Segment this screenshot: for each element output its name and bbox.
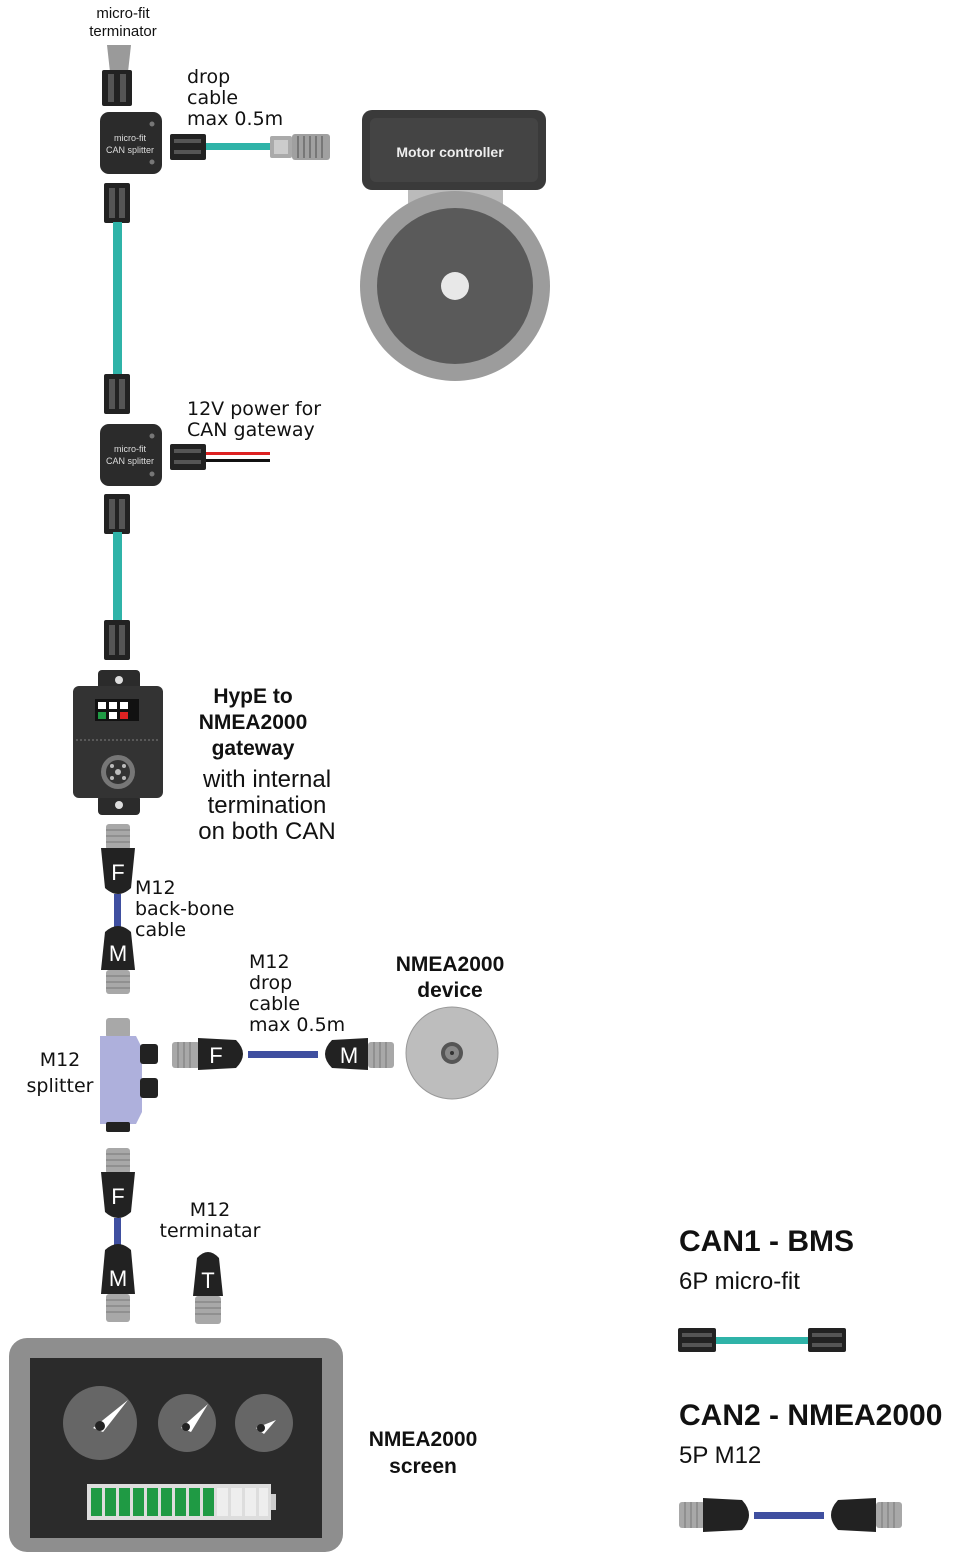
power-cable	[170, 444, 270, 470]
m12-splitter-icon	[100, 1018, 158, 1132]
svg-text:M: M	[340, 1043, 358, 1068]
nmea-device-label-line2: device	[417, 979, 482, 1002]
m12-terminator-label-line1: M12	[190, 1199, 231, 1221]
m12-backbone-cable-lower: F M	[101, 1148, 135, 1322]
svg-text:F: F	[209, 1043, 222, 1068]
gauge-icon	[235, 1394, 293, 1452]
backbone-cable-2	[104, 494, 130, 660]
svg-text:M: M	[109, 1266, 127, 1291]
gateway-title-line2: NMEA2000	[199, 711, 308, 734]
drop-cable-label-line1: drop	[187, 66, 230, 88]
m12-splitter-label-line1: M12	[40, 1049, 81, 1071]
backbone-cable-1	[104, 183, 130, 414]
backbone-label-line1: M12	[135, 877, 176, 899]
backbone-label-line2: back-bone	[135, 898, 234, 920]
m12-drop-cable: F M	[172, 1038, 394, 1070]
m12-drop-label-line4: max 0.5m	[249, 1014, 345, 1036]
power-label-line1: 12V power for	[187, 398, 321, 420]
backbone-label-line3: cable	[135, 919, 186, 941]
connector-f-label: F	[111, 860, 124, 885]
connector-m-label: M	[109, 941, 127, 966]
terminator-label-line1: micro-fit	[96, 5, 150, 22]
m12-terminator-label-line2: terminatar	[160, 1220, 261, 1242]
gauge-icon	[63, 1386, 137, 1460]
svg-text:CAN splitter: CAN splitter	[106, 145, 154, 155]
legend-can1-cable-icon	[678, 1328, 846, 1352]
m12-backbone-cable: F M	[101, 824, 135, 994]
svg-text:CAN splitter: CAN splitter	[106, 456, 154, 466]
gateway-device-icon	[73, 670, 163, 815]
terminator-label-line2: terminator	[89, 23, 157, 40]
gateway-title-line3: gateway	[212, 737, 295, 760]
gateway-note-line3: on both CAN	[198, 818, 335, 845]
connector-t-label: T	[201, 1268, 214, 1293]
micro-fit-can-splitter-1: micro-fit CAN splitter	[100, 112, 162, 174]
gateway-note-line1: with internal	[202, 766, 331, 793]
power-label-line2: CAN gateway	[187, 419, 315, 441]
drop-cable-label-line2: cable	[187, 87, 238, 109]
legend-can2-title: CAN2 - NMEA2000	[679, 1399, 942, 1432]
legend-can1-subtitle: 6P micro-fit	[679, 1268, 800, 1295]
gauge-icon	[158, 1394, 216, 1452]
gateway-note-line2: termination	[208, 792, 327, 819]
svg-text:micro-fit: micro-fit	[114, 133, 146, 143]
nmea-screen-label-line2: screen	[389, 1455, 457, 1478]
micro-fit-can-splitter-2: micro-fit CAN splitter	[100, 424, 162, 486]
svg-text:micro-fit: micro-fit	[114, 444, 146, 454]
nmea2000-device-icon	[405, 1006, 499, 1100]
drop-cable-motor	[170, 134, 330, 160]
svg-text:F: F	[111, 1184, 124, 1209]
motor-controller-label: Motor controller	[396, 144, 504, 160]
drop-cable-label-line3: max 0.5m	[187, 108, 283, 130]
m12-drop-label-line3: cable	[249, 993, 300, 1015]
m12-splitter-label-line2: splitter	[27, 1075, 94, 1097]
micro-fit-terminator-icon	[102, 45, 132, 106]
m12-drop-label-line2: drop	[249, 972, 292, 994]
legend-can2-cable-icon	[679, 1498, 902, 1532]
legend-can1-title: CAN1 - BMS	[679, 1225, 854, 1258]
nmea-device-label-line1: NMEA2000	[396, 953, 505, 976]
nmea2000-screen-icon	[9, 1338, 343, 1552]
motor-controller-icon: Motor controller	[360, 110, 550, 381]
nmea-screen-label-line1: NMEA2000	[369, 1428, 478, 1451]
m12-drop-label-line1: M12	[249, 951, 290, 973]
battery-bar-icon	[87, 1484, 276, 1520]
legend-can2-subtitle: 5P M12	[679, 1442, 761, 1469]
gateway-title-line1: HypE to	[213, 685, 292, 708]
m12-terminator-icon: T	[193, 1252, 223, 1324]
